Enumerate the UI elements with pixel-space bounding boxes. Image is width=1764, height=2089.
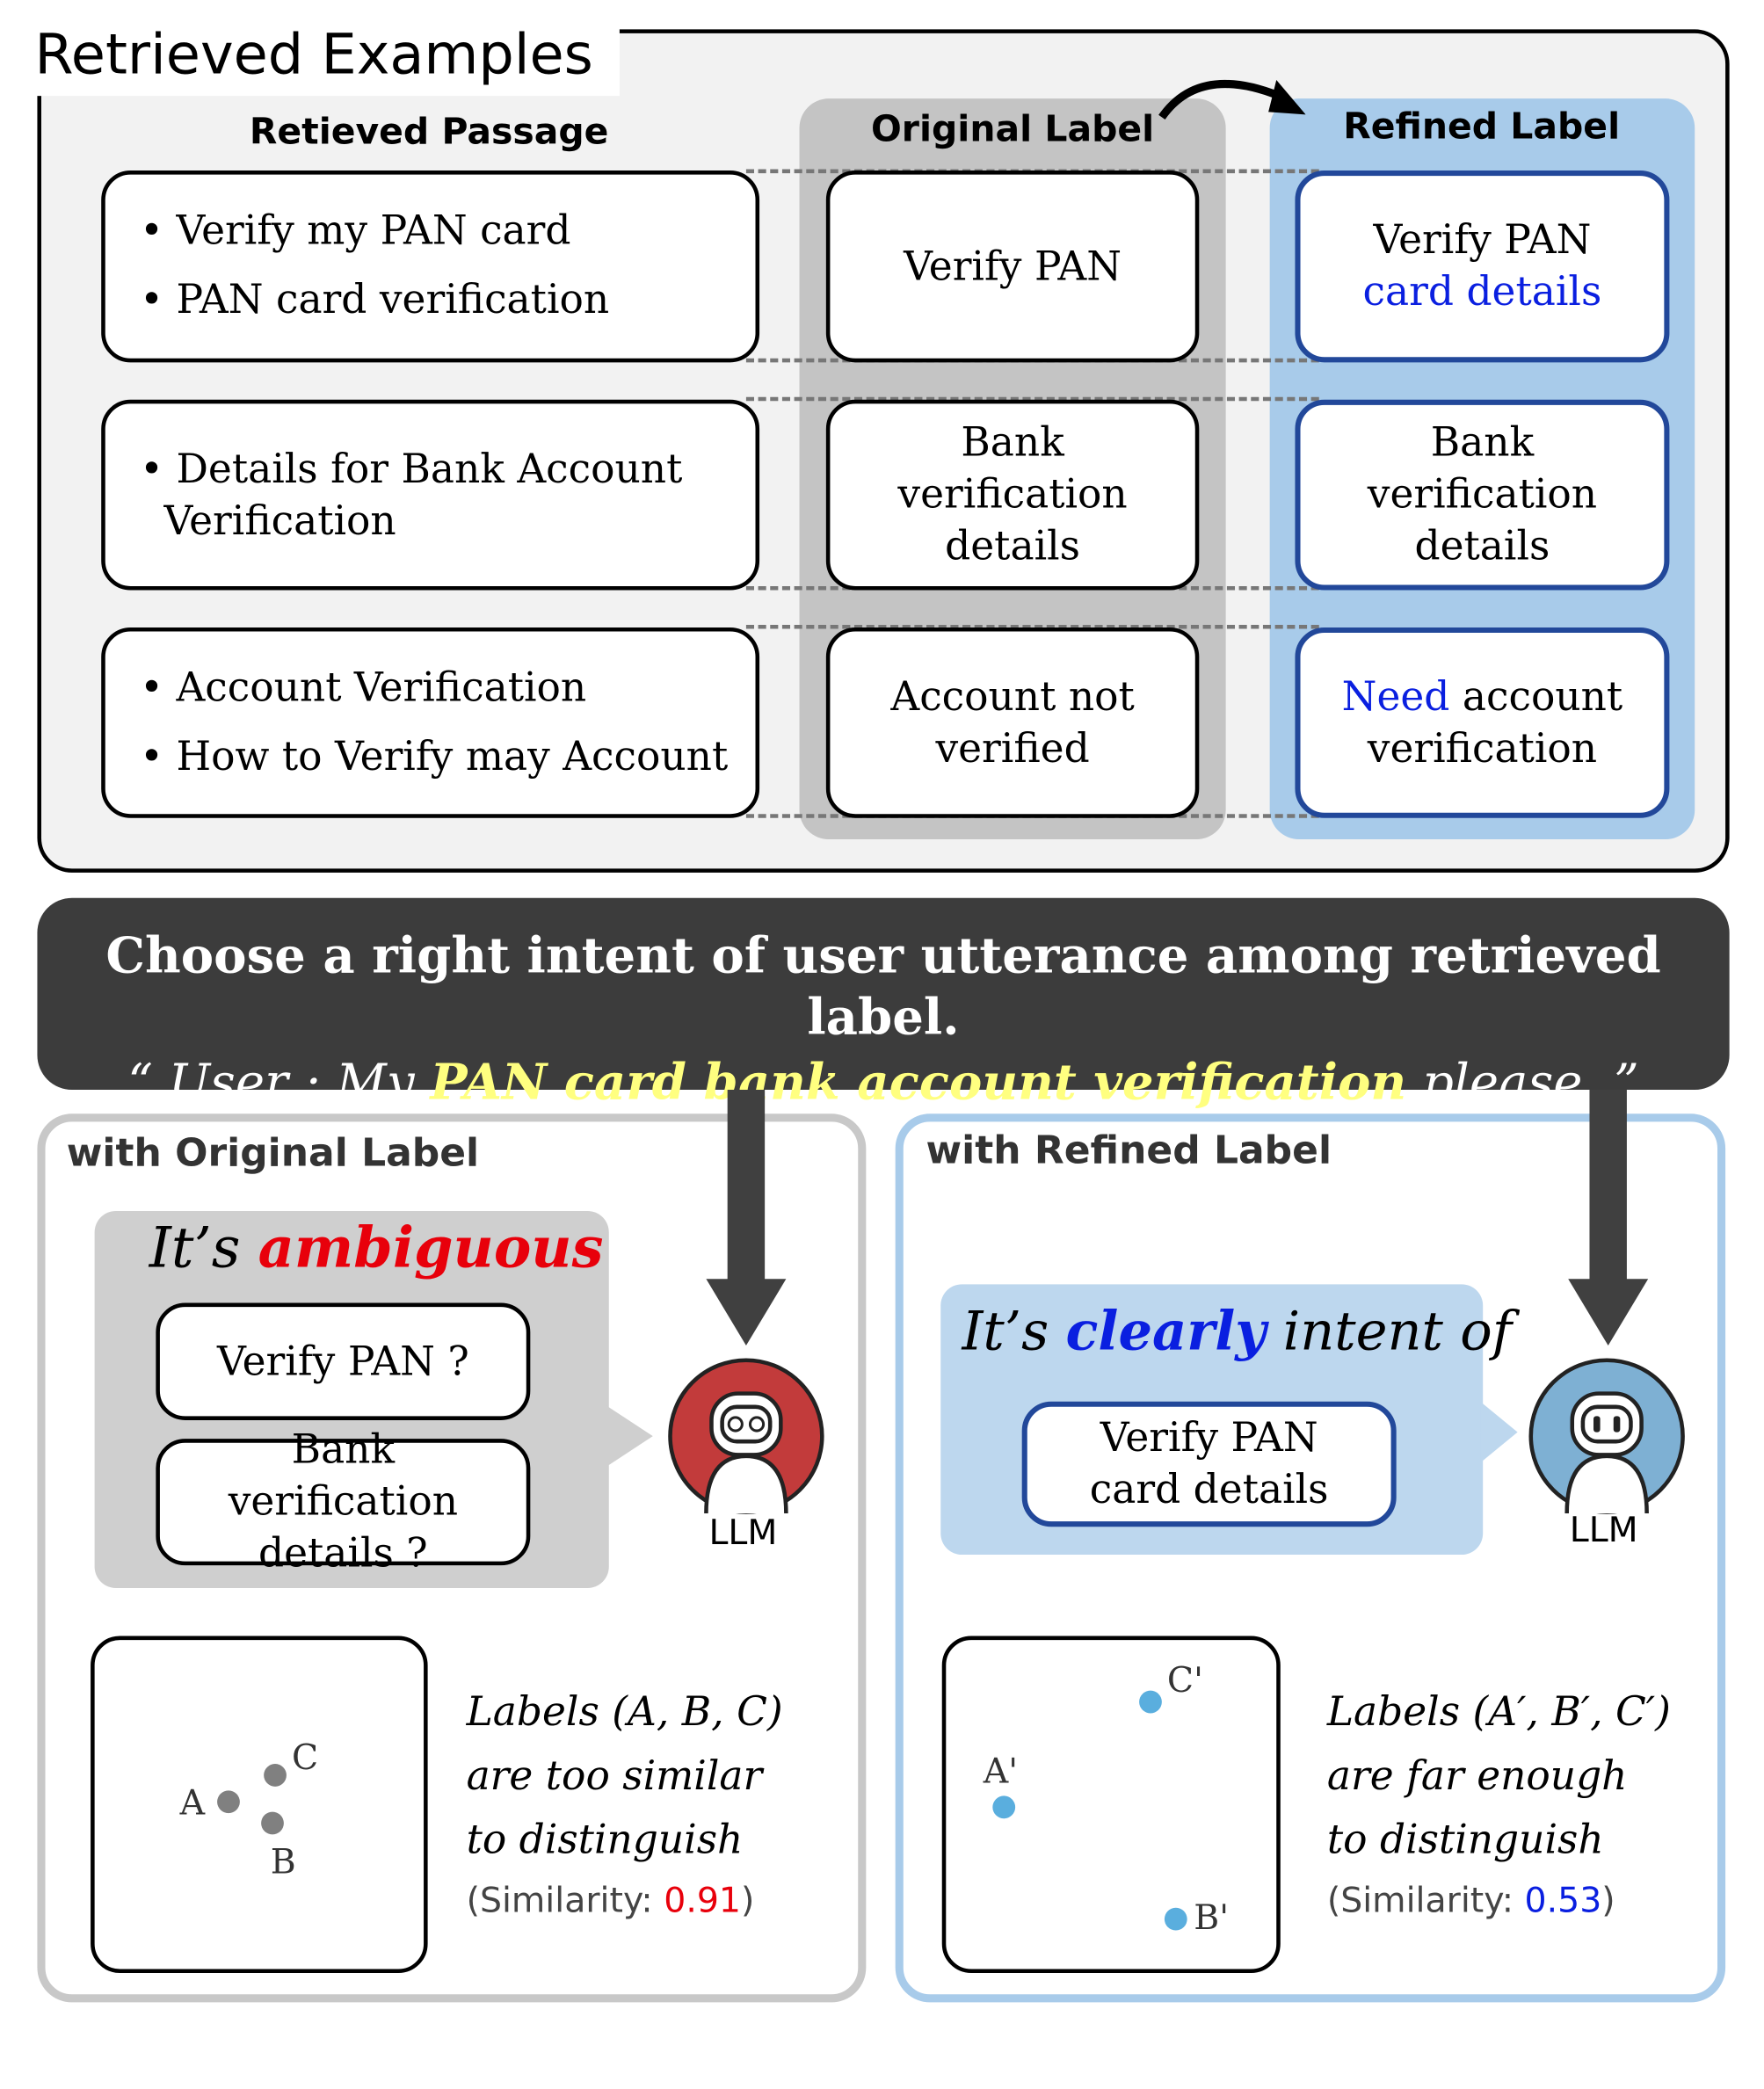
passage-box: • Verify my PAN card • PAN card verifica…: [101, 170, 760, 363]
clear-text: It’s clearly intent of: [962, 1300, 1513, 1363]
passage-item: • PAN card verification: [140, 277, 610, 324]
user-utterance: “ User : My PAN card bank account verifi…: [127, 1052, 1639, 1112]
llm-label: LLM: [1569, 1511, 1638, 1551]
passage-box: • Account Verification • How to Verify m…: [101, 627, 760, 818]
ambiguous-text: It’s ambiguous: [149, 1215, 604, 1280]
header-original: Original Label: [870, 109, 1155, 151]
original-label-box: Bank verification details: [825, 399, 1200, 591]
point-a: [217, 1790, 240, 1814]
confused-robot-icon: [668, 1358, 824, 1514]
right-panel-title: with Refined Label: [926, 1127, 1332, 1172]
down-arrow-icon: [706, 1090, 787, 1346]
header-refined: Refined Label: [1343, 106, 1621, 149]
point-b: [261, 1811, 284, 1835]
embedding-plot-original: A B C: [91, 1636, 428, 1974]
candidate-label-box: Bank verification details ?: [156, 1427, 531, 1578]
refine-arrow-icon: [1158, 79, 1306, 120]
left-similarity: (Similarity: 0.91): [466, 1881, 755, 1921]
original-label-box: Verify PAN: [825, 170, 1200, 363]
candidate-label-box: Verify PAN ?: [156, 1302, 531, 1420]
original-label-box: Account not verified: [825, 627, 1200, 818]
down-arrow-icon: [1568, 1090, 1649, 1346]
passage-box: • Details for Bank Account Verification: [101, 399, 760, 591]
header-passage: Retieved Passage: [249, 112, 609, 154]
point-b-prime: [1164, 1907, 1187, 1931]
embedding-plot-refined: A' B' C': [941, 1636, 1281, 1974]
confident-robot-icon: [1528, 1358, 1685, 1514]
right-similarity: (Similarity: 0.53): [1326, 1881, 1615, 1921]
bubble-tail: [606, 1405, 653, 1468]
bubble-tail: [1480, 1401, 1518, 1463]
refined-label-box: Need account verification: [1295, 627, 1670, 818]
instruction-text: Choose a right intent of user utterance …: [105, 925, 1661, 1046]
refined-label-box: Bank verification details: [1295, 399, 1670, 591]
point-c-prime: [1139, 1690, 1162, 1714]
left-panel-title: with Original Label: [66, 1129, 480, 1176]
chosen-label-box: Verify PAN card details: [1021, 1401, 1397, 1527]
point-c: [264, 1764, 287, 1787]
llm-label: LLM: [708, 1513, 778, 1554]
point-a-prime: [992, 1795, 1016, 1819]
passage-item: • Verify my PAN card: [140, 207, 571, 255]
panel-title: Retrieved Examples: [32, 18, 621, 97]
prompt-banner: Choose a right intent of user utterance …: [37, 897, 1730, 1111]
